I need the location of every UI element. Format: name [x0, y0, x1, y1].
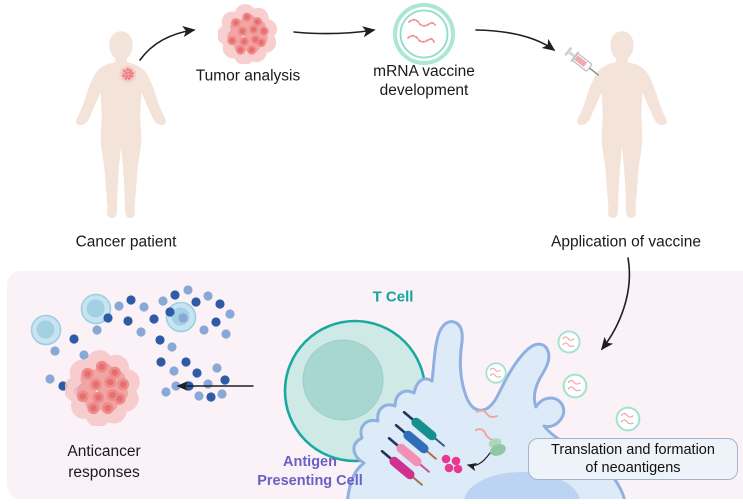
cancer-patient-figure	[76, 31, 166, 218]
response-dot	[170, 290, 180, 300]
anticancer-label: Anticancer responses	[67, 443, 141, 481]
response-dot	[139, 302, 149, 312]
response-dot	[192, 368, 202, 378]
neoantigen-dot	[453, 464, 463, 474]
mrna-particle-icon	[485, 362, 507, 384]
attacked-tumor-icon	[65, 350, 140, 426]
mhc-tcr-complex-icon	[380, 449, 423, 486]
ribosome-icon	[488, 438, 506, 456]
response-dot	[50, 346, 60, 356]
response-dot	[103, 313, 113, 323]
response-dot	[211, 317, 221, 327]
response-dot	[45, 374, 55, 384]
response-dot	[136, 327, 146, 337]
response-dot	[199, 325, 209, 335]
cancer-patient-label: Cancer patient	[75, 233, 177, 251]
response-dot	[165, 307, 175, 317]
apc-nucleus	[464, 472, 580, 499]
mhc-tcr-complex-icon	[387, 436, 430, 473]
response-dot	[191, 297, 201, 307]
neoantigen-dot	[451, 456, 461, 466]
neoantigen-dot	[444, 463, 454, 473]
syringe-icon	[564, 47, 600, 76]
t-cell-label: T Cell	[372, 288, 414, 306]
response-dot	[92, 325, 102, 335]
arrow-to-injection	[475, 29, 556, 51]
response-dot	[167, 342, 177, 352]
mrna-particle-icon	[557, 330, 581, 354]
response-dot	[220, 375, 230, 385]
response-dot	[181, 357, 191, 367]
response-dot	[212, 363, 222, 373]
mhc-tcr-complex-icon	[394, 423, 437, 460]
immune-cell-icon	[30, 314, 62, 346]
application-label: Application of vaccine	[551, 233, 701, 251]
response-dot	[217, 389, 227, 399]
response-dot	[178, 313, 188, 323]
arrow-to-vaccine	[293, 26, 376, 38]
vaccinated-patient-figure	[577, 31, 667, 218]
arrow-to-dendritic-cell	[601, 257, 631, 351]
response-dot	[126, 295, 136, 305]
response-dot	[203, 379, 213, 389]
response-dot	[203, 291, 213, 301]
response-dot	[221, 329, 231, 339]
tumor-icon	[218, 4, 278, 64]
mrna-development-label: mRNA vaccine development	[373, 63, 475, 99]
response-dot	[194, 391, 204, 401]
response-dot	[149, 314, 159, 324]
tumor-analysis-label: Tumor analysis	[195, 67, 301, 85]
neoantigen-dots	[441, 454, 463, 474]
response-dot	[155, 335, 165, 345]
immune-cells	[30, 293, 197, 346]
mhc-tcr-complexes	[380, 410, 445, 486]
mhc-tcr-complex-icon	[402, 410, 445, 447]
response-dot	[215, 299, 225, 309]
response-dot	[225, 309, 235, 319]
arrow-to-neoantigens	[466, 452, 491, 472]
response-dot	[161, 387, 171, 397]
arrow-to-tumor	[139, 25, 196, 61]
response-dot	[158, 296, 168, 306]
neoantigen-dot	[441, 454, 451, 464]
mrna-particle-icon	[615, 406, 641, 432]
mrna-strands-icon	[475, 409, 498, 441]
response-dot	[69, 334, 79, 344]
response-dot	[183, 285, 193, 295]
response-dot	[79, 350, 89, 360]
response-dot	[114, 301, 124, 311]
response-dot	[169, 366, 179, 376]
apc-label: Antigen Presenting Cell	[257, 454, 363, 489]
response-dot	[156, 357, 166, 367]
translation-box: Translation and formation of neoantigens	[528, 438, 738, 480]
mrna-vaccine-icon	[393, 3, 455, 65]
response-dot	[206, 392, 216, 402]
mrna-particle-icon	[562, 373, 588, 399]
response-dot	[123, 316, 133, 326]
